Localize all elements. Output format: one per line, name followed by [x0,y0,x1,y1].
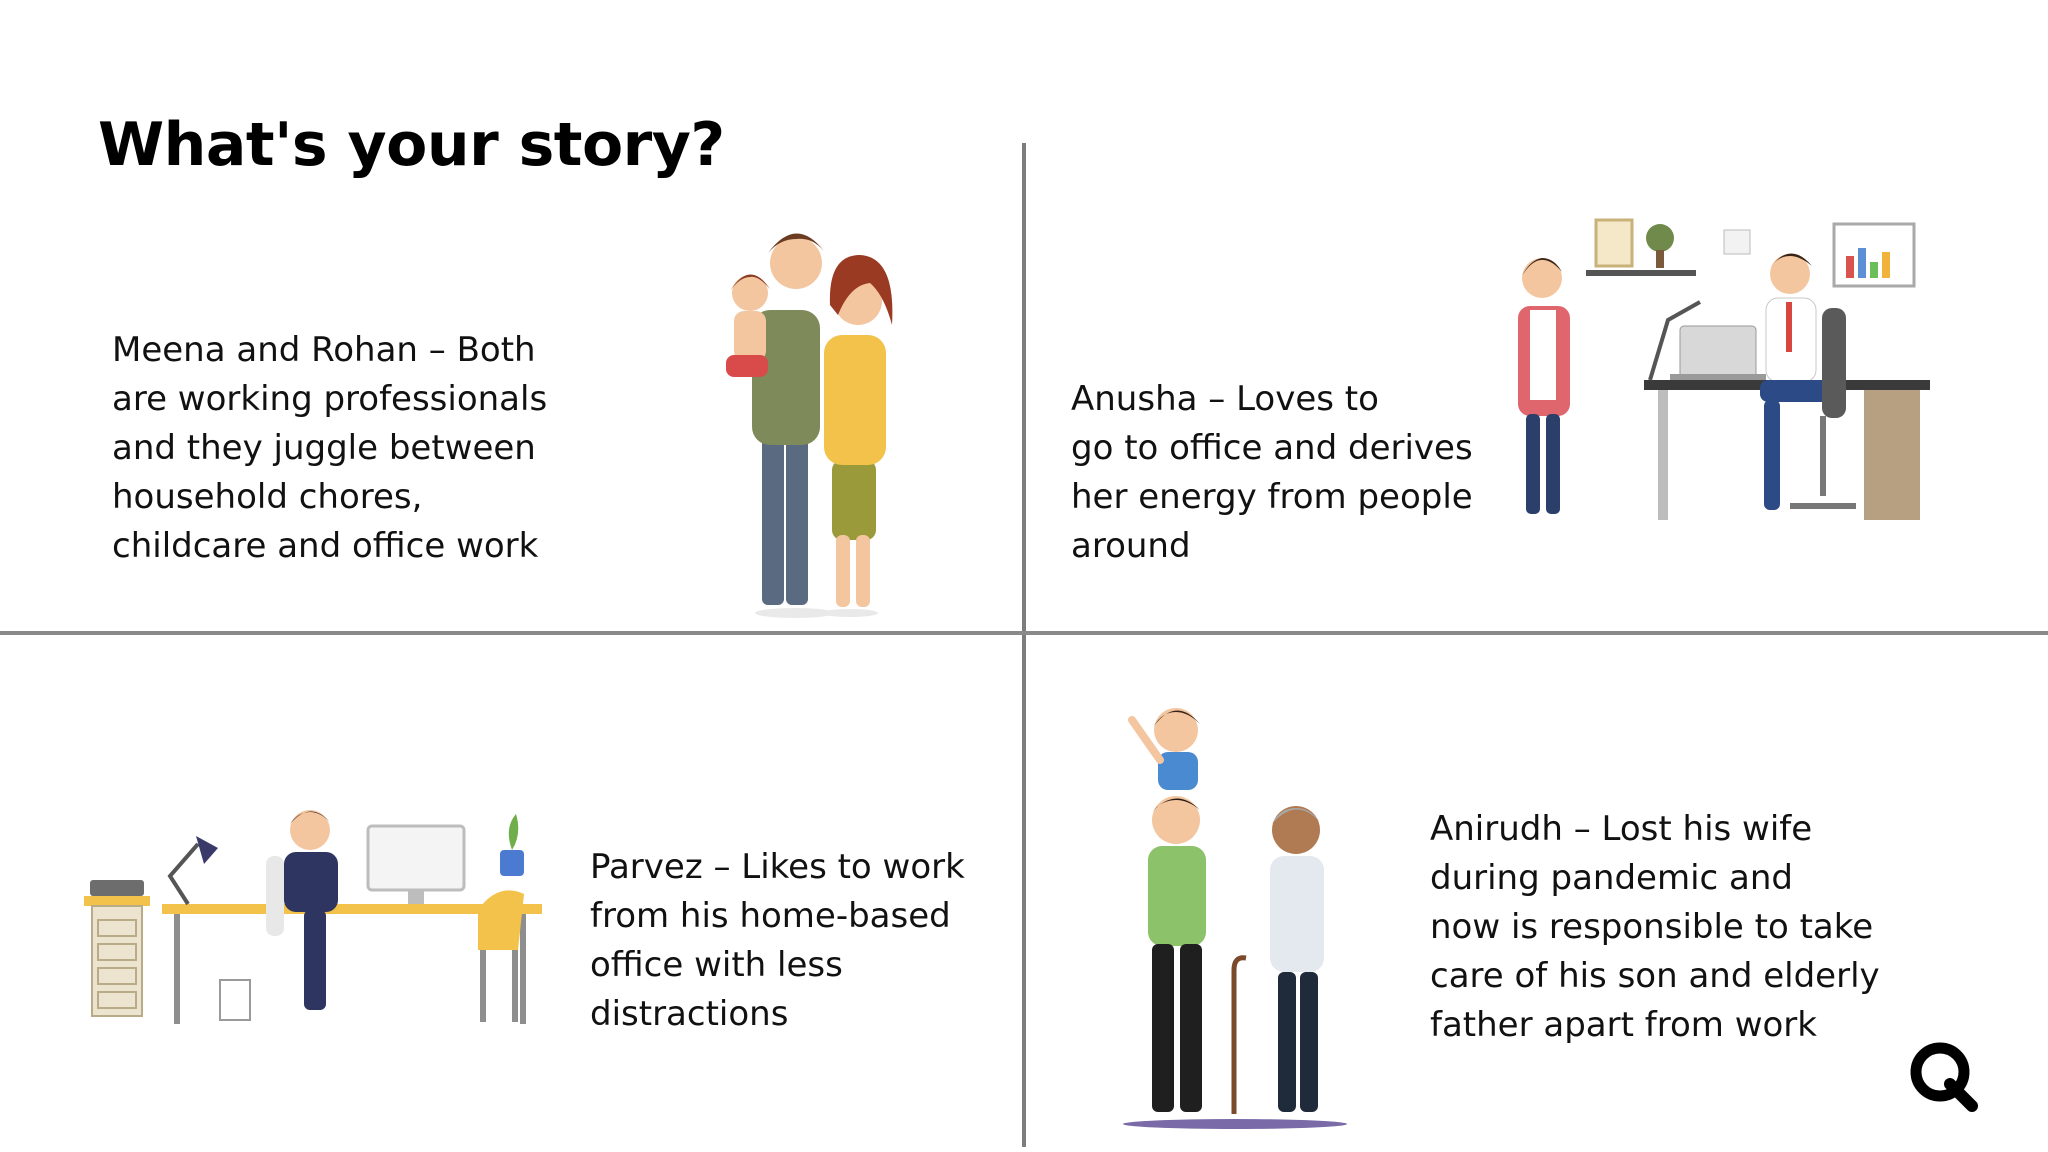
story-anirudh: Anirudh – Lost his wife during pandemic … [1430,805,1880,1050]
story-line: are working professionals [112,379,548,419]
three-generations-illustration [1110,700,1360,1130]
story-line: father apart from work [1430,1005,1817,1045]
family-couple-with-child-illustration [700,215,920,620]
story-line: childcare and office work [112,526,539,566]
slide-title: What's your story? [98,110,725,180]
story-line: Anirudh – Lost his wife [1430,809,1813,849]
story-line: Anusha – Loves to [1071,379,1379,419]
story-anusha: Anusha – Loves to go to office and deriv… [1071,375,1473,571]
story-line: office with less [590,945,843,985]
story-line: her energy from people [1071,477,1473,517]
story-line: around [1071,526,1191,566]
story-line: care of his son and elderly [1430,956,1880,996]
story-line: during pandemic and [1430,858,1793,898]
story-line: from his home-based [590,896,951,936]
story-meena-rohan: Meena and Rohan – Both are working profe… [112,326,547,571]
office-colleagues-illustration [1500,210,1930,530]
story-line: now is responsible to take [1430,907,1874,947]
q-logo-icon [1906,1038,1982,1114]
vertical-divider [1022,143,1026,1147]
story-line: household chores, [112,477,423,517]
story-line: Parvez – Likes to work [590,847,965,887]
story-line: go to office and derives [1071,428,1473,468]
story-line: and they juggle between [112,428,536,468]
story-line: Meena and Rohan – Both [112,330,536,370]
home-office-desk-illustration [78,770,558,1030]
story-parvez: Parvez – Likes to work from his home-bas… [590,843,965,1039]
story-line: distractions [590,994,789,1034]
horizontal-divider [0,631,2048,635]
